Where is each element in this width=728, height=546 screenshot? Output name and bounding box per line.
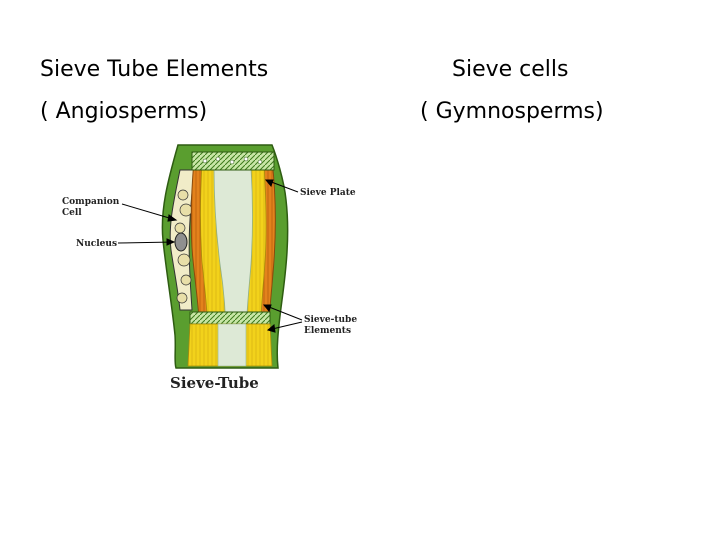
sieve-plate-pores xyxy=(202,156,263,165)
arrowhead-sieve-tube-a xyxy=(262,304,272,313)
label-cell: Cell xyxy=(62,208,82,218)
label-sieve-plate: Sieve Plate xyxy=(300,188,356,198)
arrowhead-nucleus xyxy=(166,238,176,246)
arrowhead-sieve-plate xyxy=(264,179,274,188)
gymnosperms-subheading: ( Gymnosperms) xyxy=(420,99,604,124)
label-elements: Elements xyxy=(304,326,351,336)
sieve-tube-elements-heading: Sieve Tube Elements xyxy=(40,57,269,82)
label-sieve-tube: Sieve-tube xyxy=(304,315,357,325)
arrowhead-companion xyxy=(167,214,178,222)
diagram-caption: Sieve-Tube xyxy=(170,374,259,392)
label-nucleus: Nucleus xyxy=(76,239,117,249)
pointer-lines xyxy=(117,179,303,333)
arrowhead-sieve-tube-b xyxy=(266,324,276,333)
companion-cell-granules xyxy=(174,189,193,304)
nucleus-shape xyxy=(174,232,188,252)
sieve-cells-heading: Sieve cells xyxy=(452,57,569,82)
pointer-nucleus xyxy=(117,241,175,244)
sieve-tube-diagram: Companion Cell Nucleus Sieve Plate Sieve… xyxy=(62,144,357,392)
angiosperms-subheading: ( Angiosperms) xyxy=(40,99,208,124)
sieve-plate-bottom xyxy=(189,311,271,325)
lower-lumen xyxy=(217,323,247,367)
label-companion: Companion xyxy=(62,197,120,207)
pointer-companion xyxy=(121,203,177,221)
